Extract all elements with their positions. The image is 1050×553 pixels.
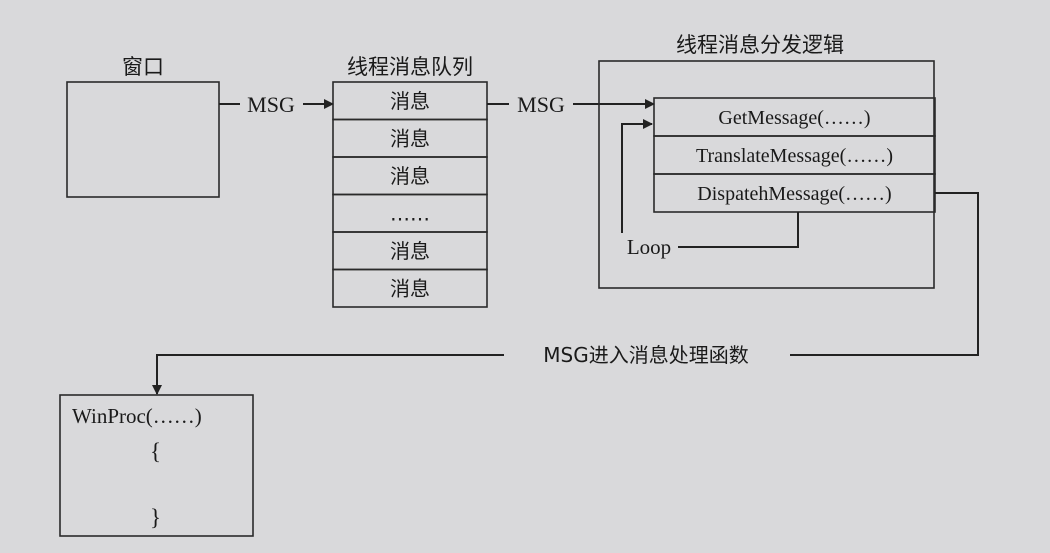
dispatch-to-winproc-arrow <box>152 354 504 395</box>
winproc-signature: WinProc(……) <box>72 404 202 428</box>
queue-item-label: 消息 <box>390 126 430 150</box>
window-box <box>66 81 220 198</box>
loop-label: Loop <box>627 235 671 259</box>
winproc-close-brace: } <box>150 505 161 530</box>
msg-label-2: MSG <box>517 92 565 117</box>
msg-label-1: MSG <box>247 92 295 117</box>
winproc-open-brace: { <box>150 439 161 464</box>
dispatch-function-label: DispatehMessage(……) <box>697 183 891 205</box>
queue-item-label: 消息 <box>390 276 430 300</box>
dispatch-title: 线程消息分发逻辑 <box>676 33 844 57</box>
loop-arrow <box>621 119 653 233</box>
queue-title: 线程消息队列 <box>347 55 473 79</box>
winproc-box <box>59 394 254 537</box>
dispatch-cells: GetMessage(……) TranslateMessage(……) Dispat… <box>653 97 936 213</box>
queue-item-label: …… <box>390 201 430 225</box>
queue-item-label: 消息 <box>390 164 430 188</box>
dispatch-to-winproc-line-right <box>790 192 979 356</box>
loop-return-line <box>678 212 799 248</box>
queue-item-label: 消息 <box>390 89 430 113</box>
dispatch-function-label: TranslateMessage(……) <box>696 145 893 167</box>
queue-item-label: 消息 <box>390 239 430 263</box>
winproc-node: WinProc(……) { } <box>59 394 254 537</box>
dispatch-function-label: GetMessage(……) <box>718 107 870 129</box>
window-label: 窗口 <box>122 55 164 79</box>
window-node: 窗口 <box>66 55 220 198</box>
winproc-flow-label: MSG进入消息处理函数 <box>543 343 748 367</box>
queue-cell <box>332 268 488 308</box>
